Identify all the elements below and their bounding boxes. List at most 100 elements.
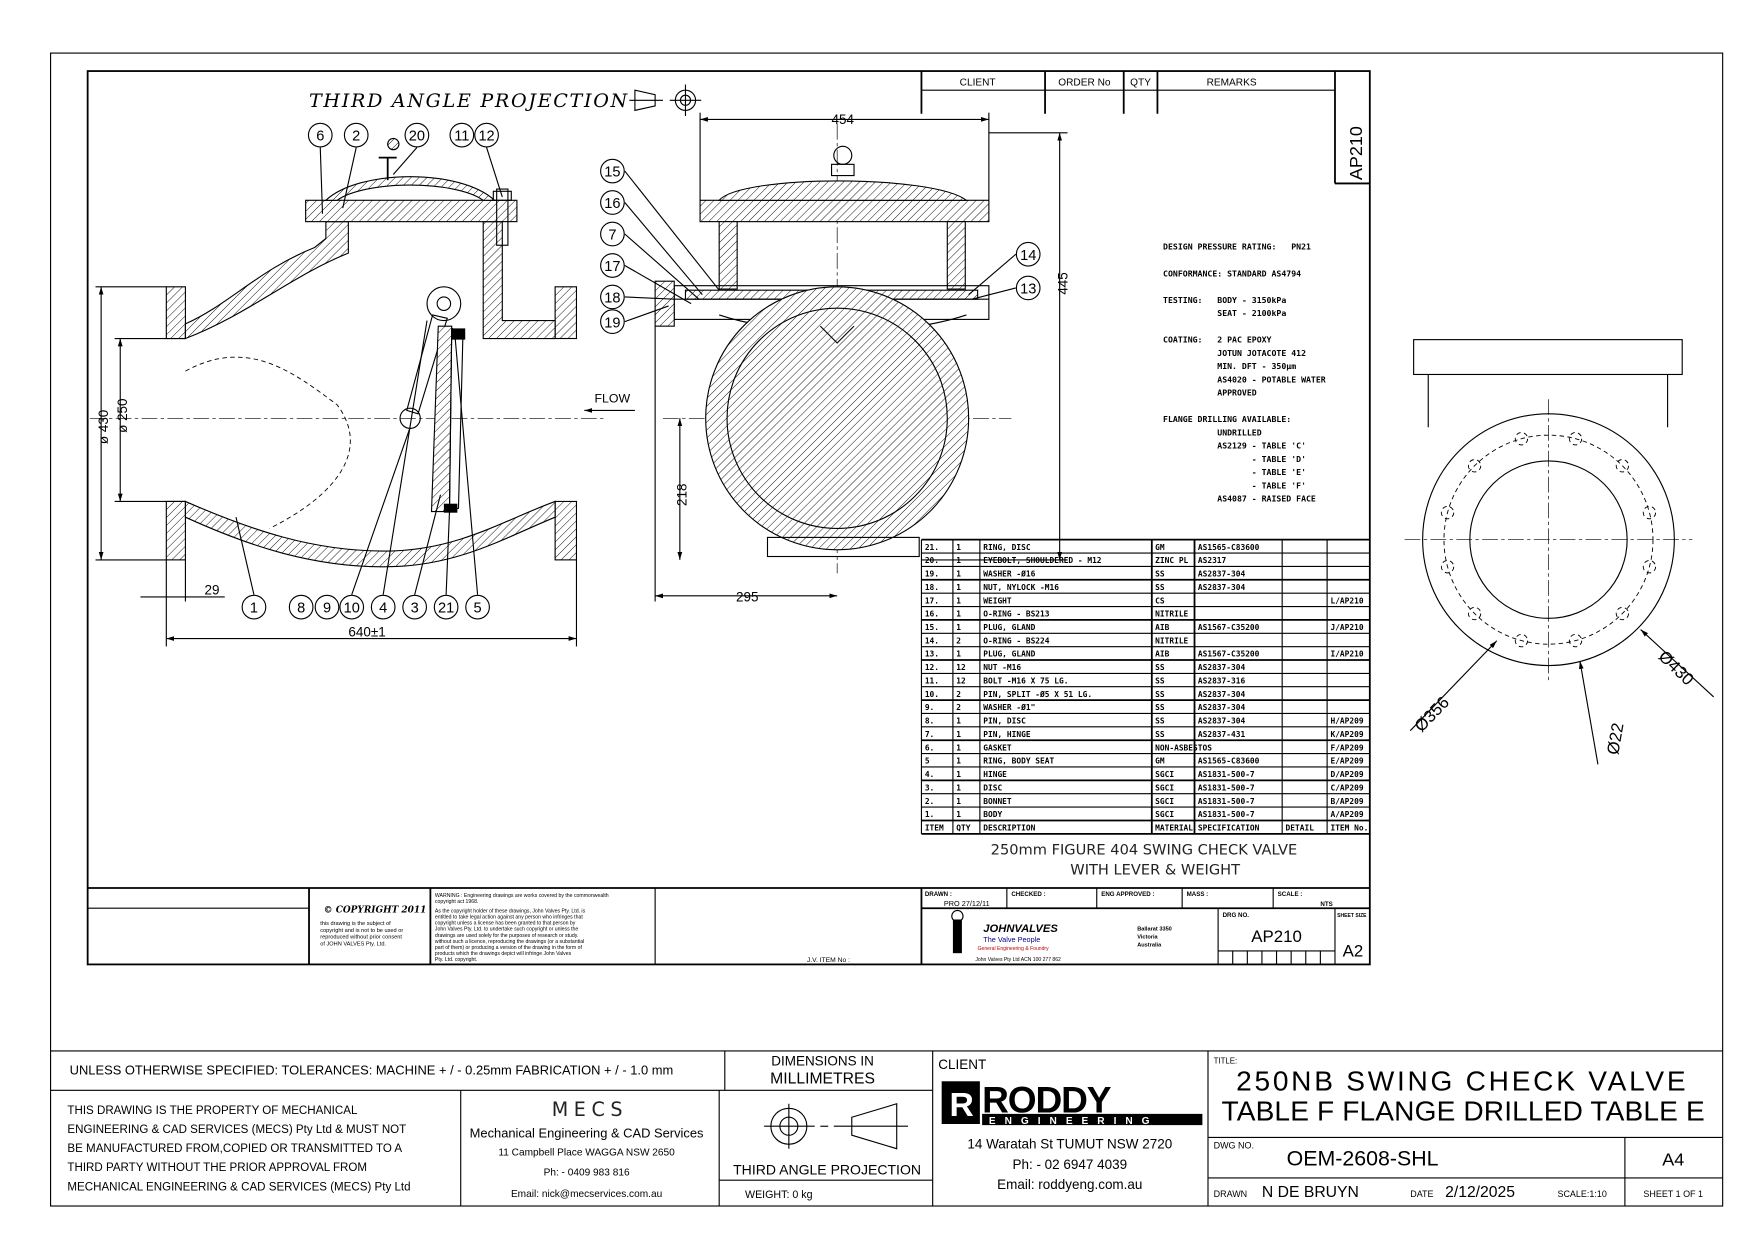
warning-line: drawings are used solely for the purpose… [435, 933, 578, 939]
balloon-label: 6 [316, 129, 324, 145]
parts-cell: 20. [925, 556, 939, 565]
parts-cell: SS [1155, 663, 1165, 672]
drawing-title-line1: 250NB SWING CHECK VALVE [1236, 1065, 1685, 1096]
jv-logo-name: JOHNVALVES [983, 923, 1058, 935]
leader-line [971, 287, 1016, 300]
parts-cell: 1 [956, 543, 961, 552]
copyright-line: of JOHN VALVES Pty. Ltd. [320, 941, 386, 947]
parts-cell: AS1565-C83600 [1198, 757, 1260, 766]
parts-cell: 12 [956, 676, 966, 685]
bolt-hole [1615, 459, 1630, 473]
parts-cell: 17. [925, 596, 939, 605]
header-table: CLIENT ORDER No QTY REMARKS AP210 [920, 71, 1370, 185]
parts-cell: PLUG, GLAND [983, 623, 1035, 632]
scale-value-title: SCALE:1:10 [1557, 1189, 1606, 1199]
balloon-19: 19 [600, 309, 625, 335]
parts-cell: 18. [925, 583, 939, 592]
jv-address-2: Victoria [1137, 935, 1158, 941]
balloon-label: 18 [604, 291, 620, 307]
parts-cell: H/AP209 [1330, 717, 1363, 726]
client-phone: Ph: - 02 6947 4039 [1012, 1157, 1127, 1172]
balloon-5: 5 [465, 594, 490, 620]
parts-cell: PLUG, GLAND [983, 650, 1035, 659]
parts-cell: AS2837-304 [1198, 717, 1246, 726]
property-line: MECHANICAL ENGINEERING & CAD SERVICES (M… [67, 1181, 410, 1193]
sheet-border [50, 52, 1724, 1207]
balloon-10: 10 [339, 594, 365, 620]
sheet-size-label: SHEET SIZE [1337, 913, 1367, 919]
warning-line: part of them) or producing a version of … [435, 945, 583, 951]
property-line: ENGINEERING & CAD SERVICES (MECS) Pty Lt… [67, 1124, 406, 1136]
parts-cell: AS2837-304 [1198, 690, 1246, 699]
parts-cell: I/AP210 [1330, 650, 1363, 659]
bolt-hole [1440, 505, 1455, 520]
bolt-hole [1568, 432, 1583, 446]
note-line: AS4020 - POTABLE WATER [1163, 374, 1326, 384]
parts-cell: 2 [956, 636, 961, 645]
projection-heading: THIRD ANGLE PROJECTION [309, 89, 629, 112]
parts-cell: AS1567-C35200 [1198, 623, 1260, 632]
parts-cell: DETAIL [1286, 824, 1315, 833]
bolt-hole [1642, 505, 1657, 520]
balloon-label: 9 [323, 601, 331, 617]
balloon-2: 2 [343, 122, 369, 148]
note-line: CONFORMANCE: STANDARD AS4794 [1163, 268, 1301, 278]
parts-cell: 1 [956, 596, 961, 605]
parts-cell: BOLT -M16 X 75 LG. [983, 676, 1068, 685]
balloon-label: 15 [604, 165, 620, 181]
note-line: FLANGE DRILLING AVAILABLE: [1163, 414, 1291, 424]
parts-cell: AS2837-431 [1198, 730, 1246, 739]
dimensions-line1: DIMENSIONS IN [771, 1054, 874, 1069]
parts-cell: 16. [925, 610, 939, 619]
balloon-14: 14 [1015, 241, 1041, 267]
parts-cell: J/AP210 [1330, 623, 1363, 632]
parts-cell: AS1565-C83600 [1198, 543, 1260, 552]
balloon-13: 13 [1015, 275, 1041, 301]
parts-cell: SPECIFICATION [1198, 824, 1260, 833]
dim-pcd: Ø356 [1411, 693, 1453, 736]
dim-offset: 29 [205, 583, 220, 598]
parts-cell: SS [1155, 717, 1165, 726]
warning-line: Pty. Ltd. copyright. [435, 957, 477, 963]
mecs-name: Mechanical Engineering & CAD Services [470, 1125, 704, 1140]
balloon-label: 21 [438, 601, 454, 617]
dimensions-line2: MILLIMETRES [770, 1071, 875, 1088]
leader-line [624, 202, 703, 296]
jv-address-1: Ballarat 3350 [1137, 927, 1172, 933]
balloon-label: 7 [608, 228, 616, 244]
parts-cell: SS [1155, 690, 1165, 699]
note-line: UNDRILLED [1163, 427, 1262, 437]
parts-cell: 1 [956, 743, 961, 752]
parts-cell: QTY [956, 824, 970, 833]
warning-line: copyright act 1968. [435, 899, 479, 905]
jv-title-strip: © COPYRIGHT 2011 this drawing is the sub… [87, 887, 1370, 965]
parts-cell: AS1831-500-7 [1198, 797, 1255, 806]
parts-cell: 1 [956, 623, 961, 632]
mecs-address: 11 Campbell Place WAGGA NSW 2650 [498, 1147, 675, 1158]
dim-lever: 295 [736, 589, 758, 604]
dim-width: 454 [832, 112, 855, 127]
balloon-label: 17 [604, 259, 620, 275]
dim-flange-od: ø 430 [96, 410, 111, 444]
dwg-no-label: DWG NO. [1214, 1141, 1254, 1151]
dim-overall-length: 640±1 [348, 624, 385, 639]
leader-line [624, 170, 720, 291]
scale-value: NTS [1320, 901, 1332, 908]
mecs-phone: Ph: - 0409 983 816 [544, 1168, 630, 1179]
note-line: SEAT - 2100kPa [1163, 308, 1286, 318]
balloon-label: 5 [474, 601, 482, 617]
parts-cell: 13. [925, 650, 939, 659]
drawing-title-line2: TABLE F FLANGE DRILLED TABLE E [1221, 1096, 1704, 1127]
scale-label: SCALE : [1278, 891, 1303, 898]
jv-item-label: J.V. ITEM No : [807, 957, 850, 964]
parts-cell: 5 [925, 757, 930, 766]
